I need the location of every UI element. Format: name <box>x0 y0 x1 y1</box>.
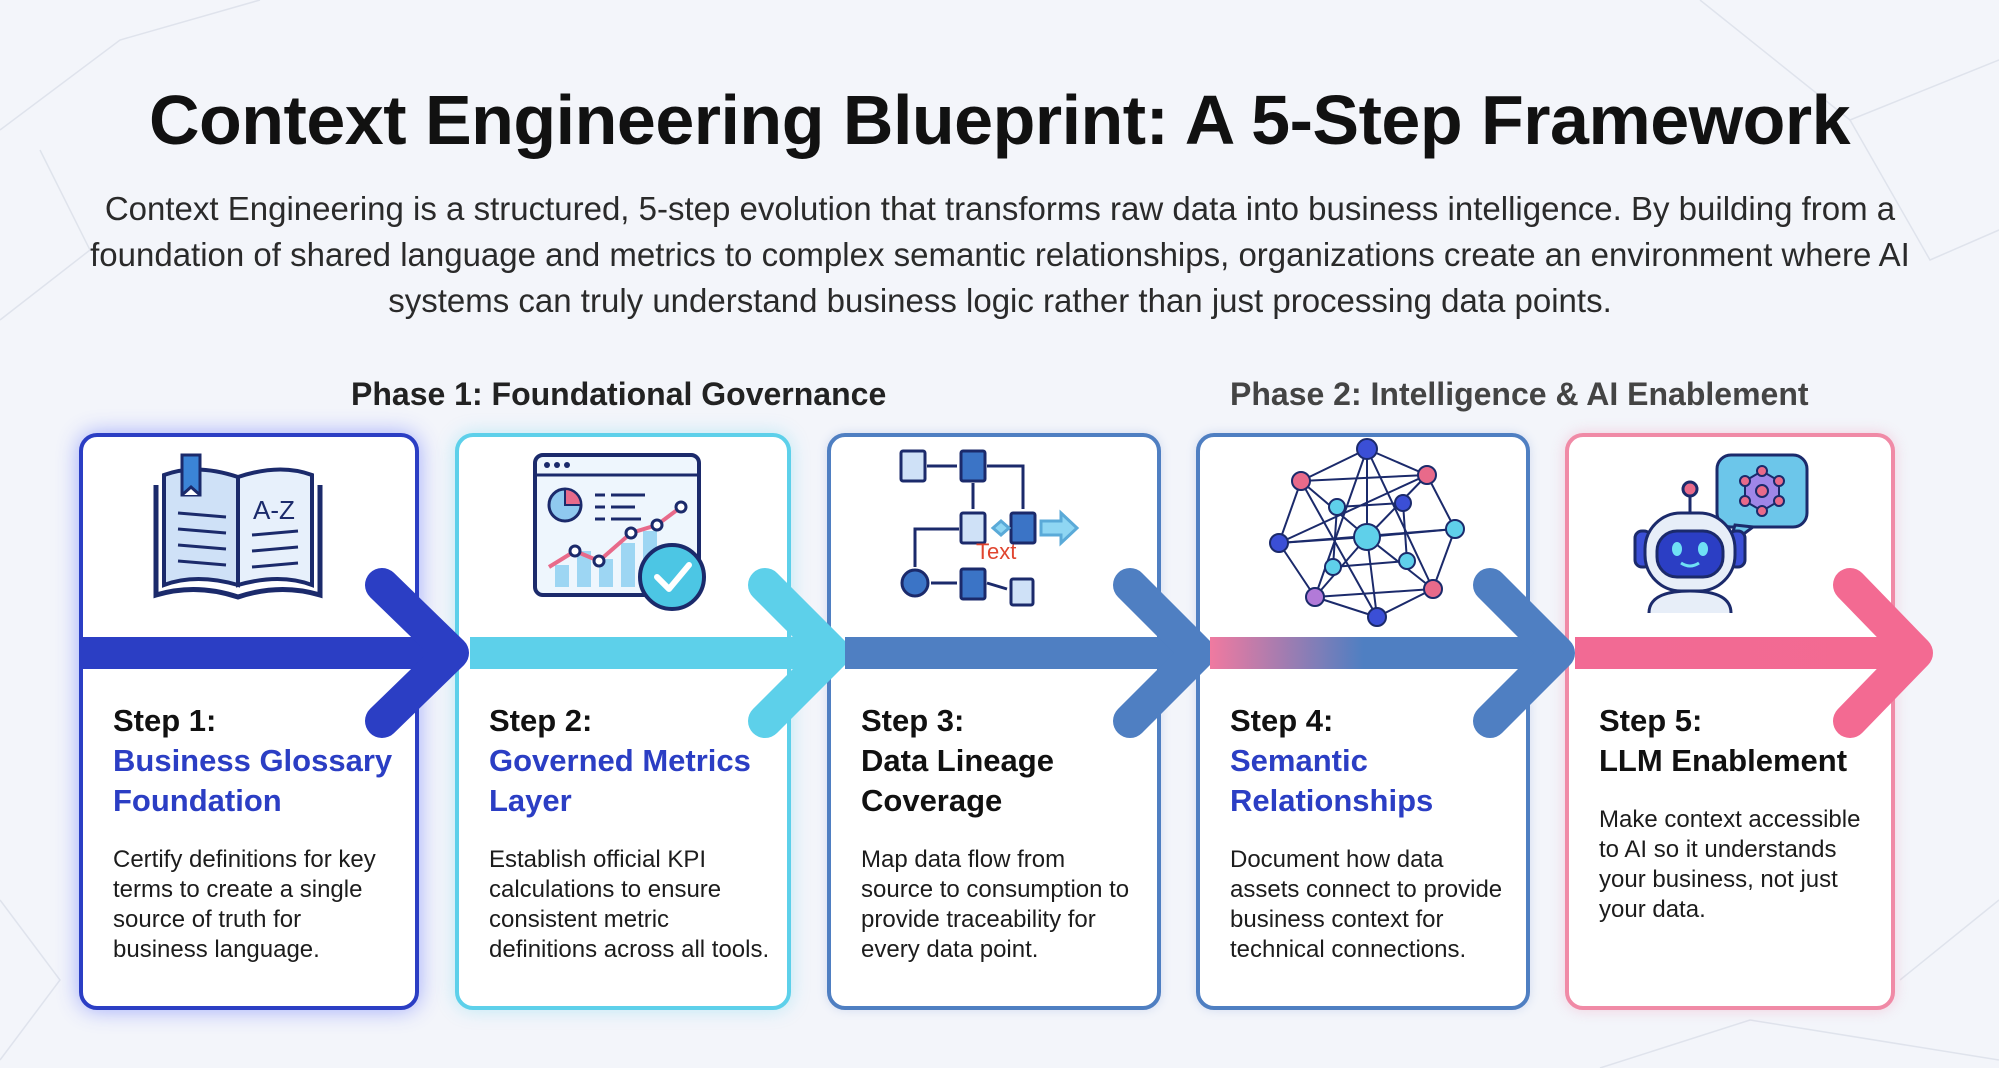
step-5-description: Make context accessible to AI so it unde… <box>1599 806 1861 923</box>
step-5-number: Step 5: <box>1599 703 1703 738</box>
step-2-number: Step 2: <box>489 703 593 738</box>
data-flow-icon-text: Text <box>976 539 1016 564</box>
metrics-dashboard-icon <box>533 453 706 611</box>
step-2-title: Governed Metrics Layer <box>489 743 751 818</box>
phase-2-label: Phase 2: Intelligence & AI Enablement <box>1230 376 1809 412</box>
page-title: Context Engineering Blueprint: A 5-Step … <box>148 81 1851 159</box>
data-flow-icon: Text <box>899 449 1080 607</box>
step-3-title: Data Lineage Coverage <box>861 743 1054 818</box>
network-graph-icon <box>1269 438 1465 627</box>
step-4-number: Step 4: <box>1230 703 1334 738</box>
page-subtitle: Context Engineering is a structured, 5-s… <box>90 190 1910 319</box>
glossary-book-icon: A-Z <box>153 453 323 600</box>
step-5-card: Step 5: LLM Enablement Make context acce… <box>1565 433 1895 1010</box>
step-4-card: Step 4: Semantic Relationships Document … <box>1196 433 1530 1010</box>
phase-1-label: Phase 1: Foundational Governance <box>351 376 887 412</box>
step-1-card: A-Z Step 1: Business Glossary Foundation… <box>79 433 419 1010</box>
step-3-card: Text Step 3: Data Lineage Coverage Map d… <box>827 433 1161 1010</box>
step-4-description: Document how data assets connect to prov… <box>1230 846 1503 963</box>
step-4-title: Semantic Relationships <box>1230 743 1434 818</box>
glossary-icon-text: A-Z <box>253 495 295 525</box>
step-3-description: Map data flow from source to consumption… <box>861 846 1130 963</box>
step-5-title: LLM Enablement <box>1599 743 1848 778</box>
step-1-title: Business Glossary Foundation <box>113 743 393 818</box>
step-2-card: Step 2: Governed Metrics Layer Establish… <box>455 433 791 1010</box>
step-3-number: Step 3: <box>861 703 965 738</box>
step-1-description: Certify definitions for key terms to cre… <box>113 846 376 963</box>
step-1-number: Step 1: <box>113 703 217 738</box>
robot-icon <box>1633 453 1809 614</box>
step-2-description: Establish official KPI calculations to e… <box>489 846 770 963</box>
